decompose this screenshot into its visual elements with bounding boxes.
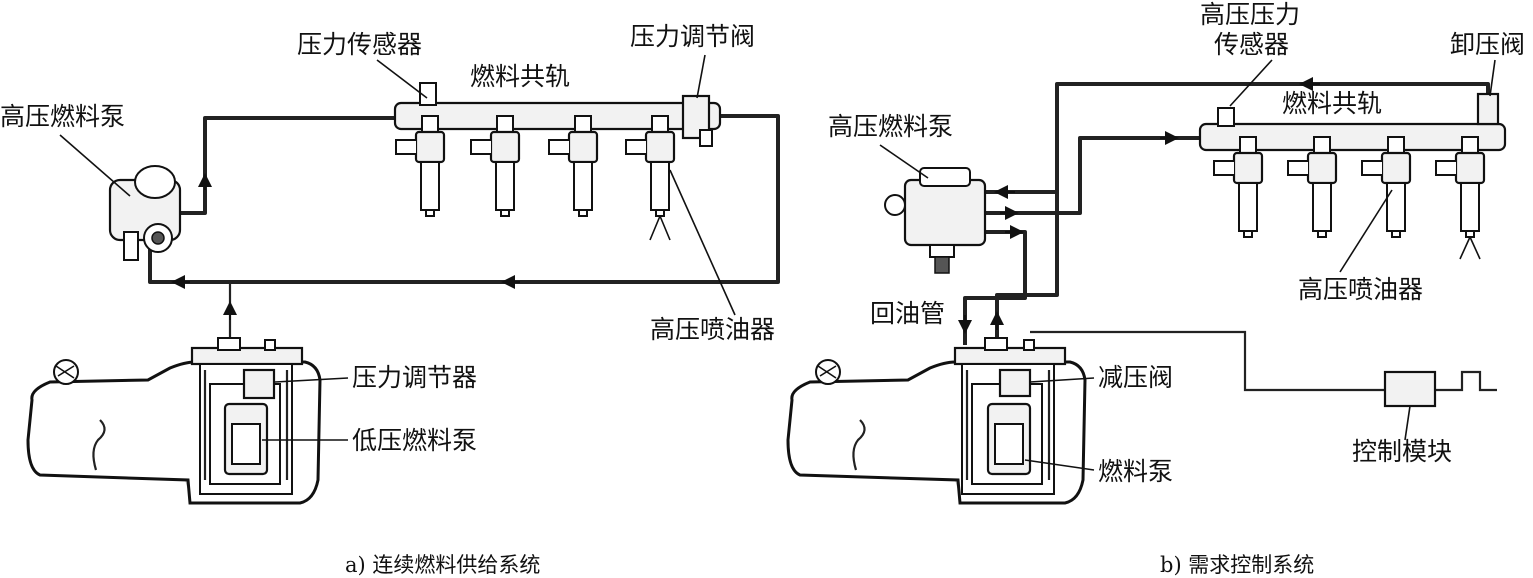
- a-high-pressure-pump: [108, 165, 182, 261]
- a-leader-pressure-regulator: [274, 377, 349, 383]
- b-pulse-signal: [1435, 370, 1497, 392]
- a-label-pressure-regulator: 压力调节器: [352, 363, 477, 392]
- b-leader-fuel-pump: [1024, 459, 1095, 471]
- b-label-high-pressure-sensor-2: 传感器: [1214, 30, 1289, 59]
- diagram-b: 高压压力 传感器 卸压阀 燃料共轨 高压燃料泵 高压喷油器 回油管 减压阀 燃料…: [786, 0, 1525, 577]
- a-tank-flange: [190, 346, 304, 366]
- b-injector-3: [1360, 135, 1412, 239]
- a-caption: a) 连续燃料供给系统: [345, 553, 540, 577]
- b-control-module: [1383, 370, 1437, 408]
- b-relief-return-pipe: [985, 82, 1490, 194]
- a-label-high-pressure-pump: 高压燃料泵: [0, 102, 125, 131]
- b-leader-high-pressure-pump: [879, 144, 929, 179]
- b-leader-relief-valve: [1489, 59, 1496, 97]
- a-leader-pressure-regulating-valve: [696, 54, 706, 99]
- a-injector-1: [394, 114, 446, 218]
- b-label-fuel-pump: 燃料泵: [1098, 457, 1173, 486]
- b-leader-high-pressure-sensor: [1229, 59, 1273, 107]
- b-label-high-pressure-pump: 高压燃料泵: [828, 112, 953, 141]
- b-label-relief-valve: 卸压阀: [1450, 30, 1525, 59]
- a-return-pipe: [148, 114, 780, 284]
- b-fuel-tank: [786, 337, 1087, 505]
- b-injector-1: [1212, 135, 1264, 239]
- b-label-control-module: 控制模块: [1352, 437, 1452, 466]
- b-pressure-reducing-valve: [998, 368, 1032, 398]
- b-rail-supply-pipe: [985, 136, 1205, 215]
- a-leader-pressure-sensor: [376, 59, 428, 99]
- b-control-wire: [1030, 330, 1385, 392]
- a-label-high-pressure-injector: 高压喷油器: [650, 315, 775, 344]
- b-label-return-line: 回油管: [870, 299, 945, 328]
- b-fuel-rail: [1198, 122, 1507, 152]
- b-label-fuel-rail: 燃料共轨: [1282, 89, 1382, 118]
- a-fuel-tank: [26, 337, 322, 505]
- a-leader-high-pressure-injector: [669, 169, 736, 316]
- a-label-low-pressure-pump: 低压燃料泵: [352, 426, 477, 455]
- a-leader-high-pressure-pump: [59, 134, 131, 197]
- a-injector-3: [547, 114, 599, 218]
- a-injector-2: [469, 114, 521, 218]
- b-tank-flange: [953, 346, 1067, 366]
- b-high-pressure-sensor: [1217, 107, 1235, 127]
- a-label-pressure-sensor: 压力传感器: [297, 30, 422, 59]
- a-pressure-sensor: [419, 82, 437, 106]
- diagram-a: 压力传感器 燃料共轨 压力调节阀 高压燃料泵 高压喷油器 压力调节器 低压燃料泵…: [0, 22, 780, 577]
- b-relief-valve: [1476, 92, 1500, 126]
- b-injector-2: [1286, 135, 1338, 239]
- b-high-pressure-pump: [884, 167, 987, 274]
- a-label-fuel-rail: 燃料共轨: [470, 62, 570, 91]
- b-leader-control-module: [1404, 405, 1411, 441]
- a-label-pressure-regulating-valve: 压力调节阀: [630, 22, 755, 51]
- b-label-pressure-reducing-valve: 减压阀: [1098, 363, 1173, 392]
- b-label-high-pressure-injector: 高压喷油器: [1298, 275, 1423, 304]
- a-pressure-regulator: [242, 368, 276, 400]
- b-label-high-pressure-sensor-1: 高压压力: [1200, 0, 1300, 29]
- a-fuel-rail: [393, 101, 722, 131]
- b-leader-pressure-reducing-valve: [1029, 377, 1095, 383]
- b-caption: b) 需求控制系统: [1160, 553, 1314, 577]
- a-supply-pipe: [180, 116, 400, 215]
- a-injector-4: [624, 114, 676, 218]
- b-leader-high-pressure-injector: [1339, 189, 1393, 273]
- b-injector-4: [1434, 135, 1486, 239]
